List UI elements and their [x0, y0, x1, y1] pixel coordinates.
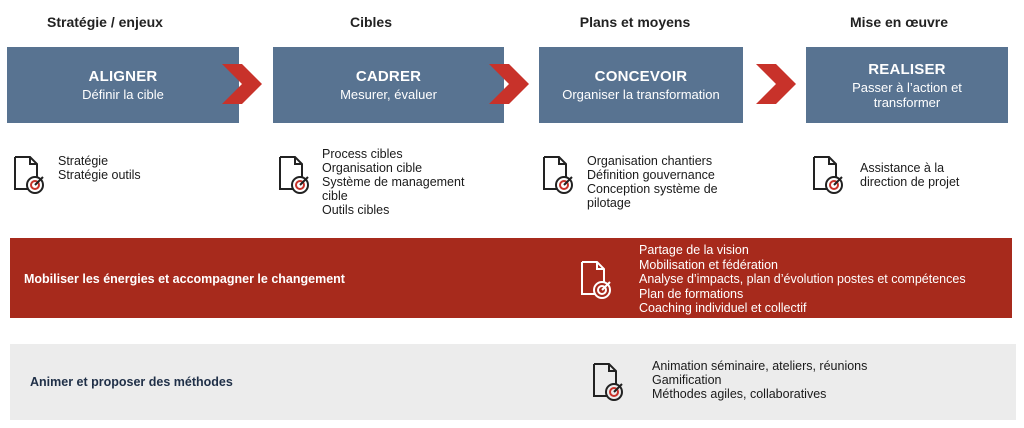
list-item: Outils cibles [322, 203, 390, 217]
phase-header-cadrer: Cibles [349, 14, 392, 30]
phase-items-concevoir: Organisation chantiers Définition gouver… [587, 154, 718, 210]
band-items: Partage de la vision Mobilisation et féd… [639, 243, 966, 316]
list-item: Assistance à la [860, 161, 945, 175]
list-item: direction de projet [860, 175, 960, 189]
phase-subtitle-line: transformer [873, 95, 941, 110]
phase-items-aligner: Stratégie Stratégie outils [58, 154, 141, 182]
list-item: Plan de formations [639, 286, 744, 301]
list-item: Organisation cible [322, 161, 423, 175]
phase-title: ALIGNER [88, 68, 158, 85]
list-item: Organisation chantiers [587, 154, 713, 168]
list-item: Stratégie outils [58, 168, 141, 182]
list-item: pilotage [587, 196, 631, 210]
phase-subtitle: Passer à l’action et transformer [852, 80, 962, 110]
document-target-icon [14, 156, 44, 194]
chevron-right-icon [489, 64, 529, 104]
document-target-icon [279, 156, 309, 194]
list-item: Gamification [652, 373, 722, 387]
list-item: Partage de la vision [639, 243, 749, 257]
phase-subtitle: Organiser la transformation [562, 87, 720, 102]
list-item: Système de management [322, 175, 465, 189]
band-mobiliser: Mobiliser les énergies et accompagner le… [10, 238, 1012, 318]
list-item: Animation séminaire, ateliers, réunions [652, 359, 868, 373]
list-item: Mobilisation et fédération [639, 257, 778, 272]
phase-subtitle: Définir la cible [82, 87, 164, 102]
list-item: Méthodes agiles, collaboratives [652, 387, 827, 401]
phase-box-concevoir: CONCEVOIR Organiser la transformation [539, 47, 743, 123]
document-target-icon [543, 156, 573, 194]
band-title: Animer et proposer des méthodes [30, 375, 233, 389]
phase-header-realiser: Mise en œuvre [849, 14, 949, 30]
list-item: Conception système de [587, 182, 718, 196]
chevron-right-icon [222, 64, 262, 104]
phase-title: CADRER [355, 68, 422, 85]
phase-title: REALISER [868, 61, 946, 78]
list-item: Analyse d’impacts, plan d’évolution post… [639, 272, 966, 286]
phase-box-realiser: REALISER Passer à l’action et transforme… [806, 47, 1008, 123]
list-item: cible [322, 189, 348, 203]
document-target-icon [813, 156, 843, 194]
document-target-icon [581, 261, 611, 299]
phase-subtitle: Mesurer, évaluer [340, 87, 437, 102]
list-item: Coaching individuel et collectif [639, 301, 807, 315]
phase-title: CONCEVOIR [594, 68, 688, 85]
phase-header-concevoir: Plans et moyens [579, 14, 691, 30]
list-item: Process cibles [322, 147, 403, 161]
list-item: Stratégie [58, 154, 109, 168]
phase-header-aligner: Stratégie / enjeux [47, 14, 163, 30]
band-title: Mobiliser les énergies et accompagner le… [24, 272, 345, 286]
document-target-icon [593, 363, 623, 401]
phase-box-cadrer: CADRER Mesurer, évaluer [273, 47, 504, 123]
list-item: Définition gouvernance [587, 168, 715, 182]
phase-items-realiser: Assistance à la direction de projet [860, 161, 959, 189]
phase-box-aligner: ALIGNER Définir la cible [7, 47, 239, 123]
phase-subtitle-line: Passer à l’action et [852, 80, 962, 95]
phase-items-cadrer: Process cibles Organisation cible Systèm… [322, 147, 464, 217]
chevron-right-icon [756, 64, 796, 104]
band-animer: Animer et proposer des méthodes Animatio… [10, 344, 1016, 420]
band-items: Animation séminaire, ateliers, réunions … [652, 359, 867, 401]
